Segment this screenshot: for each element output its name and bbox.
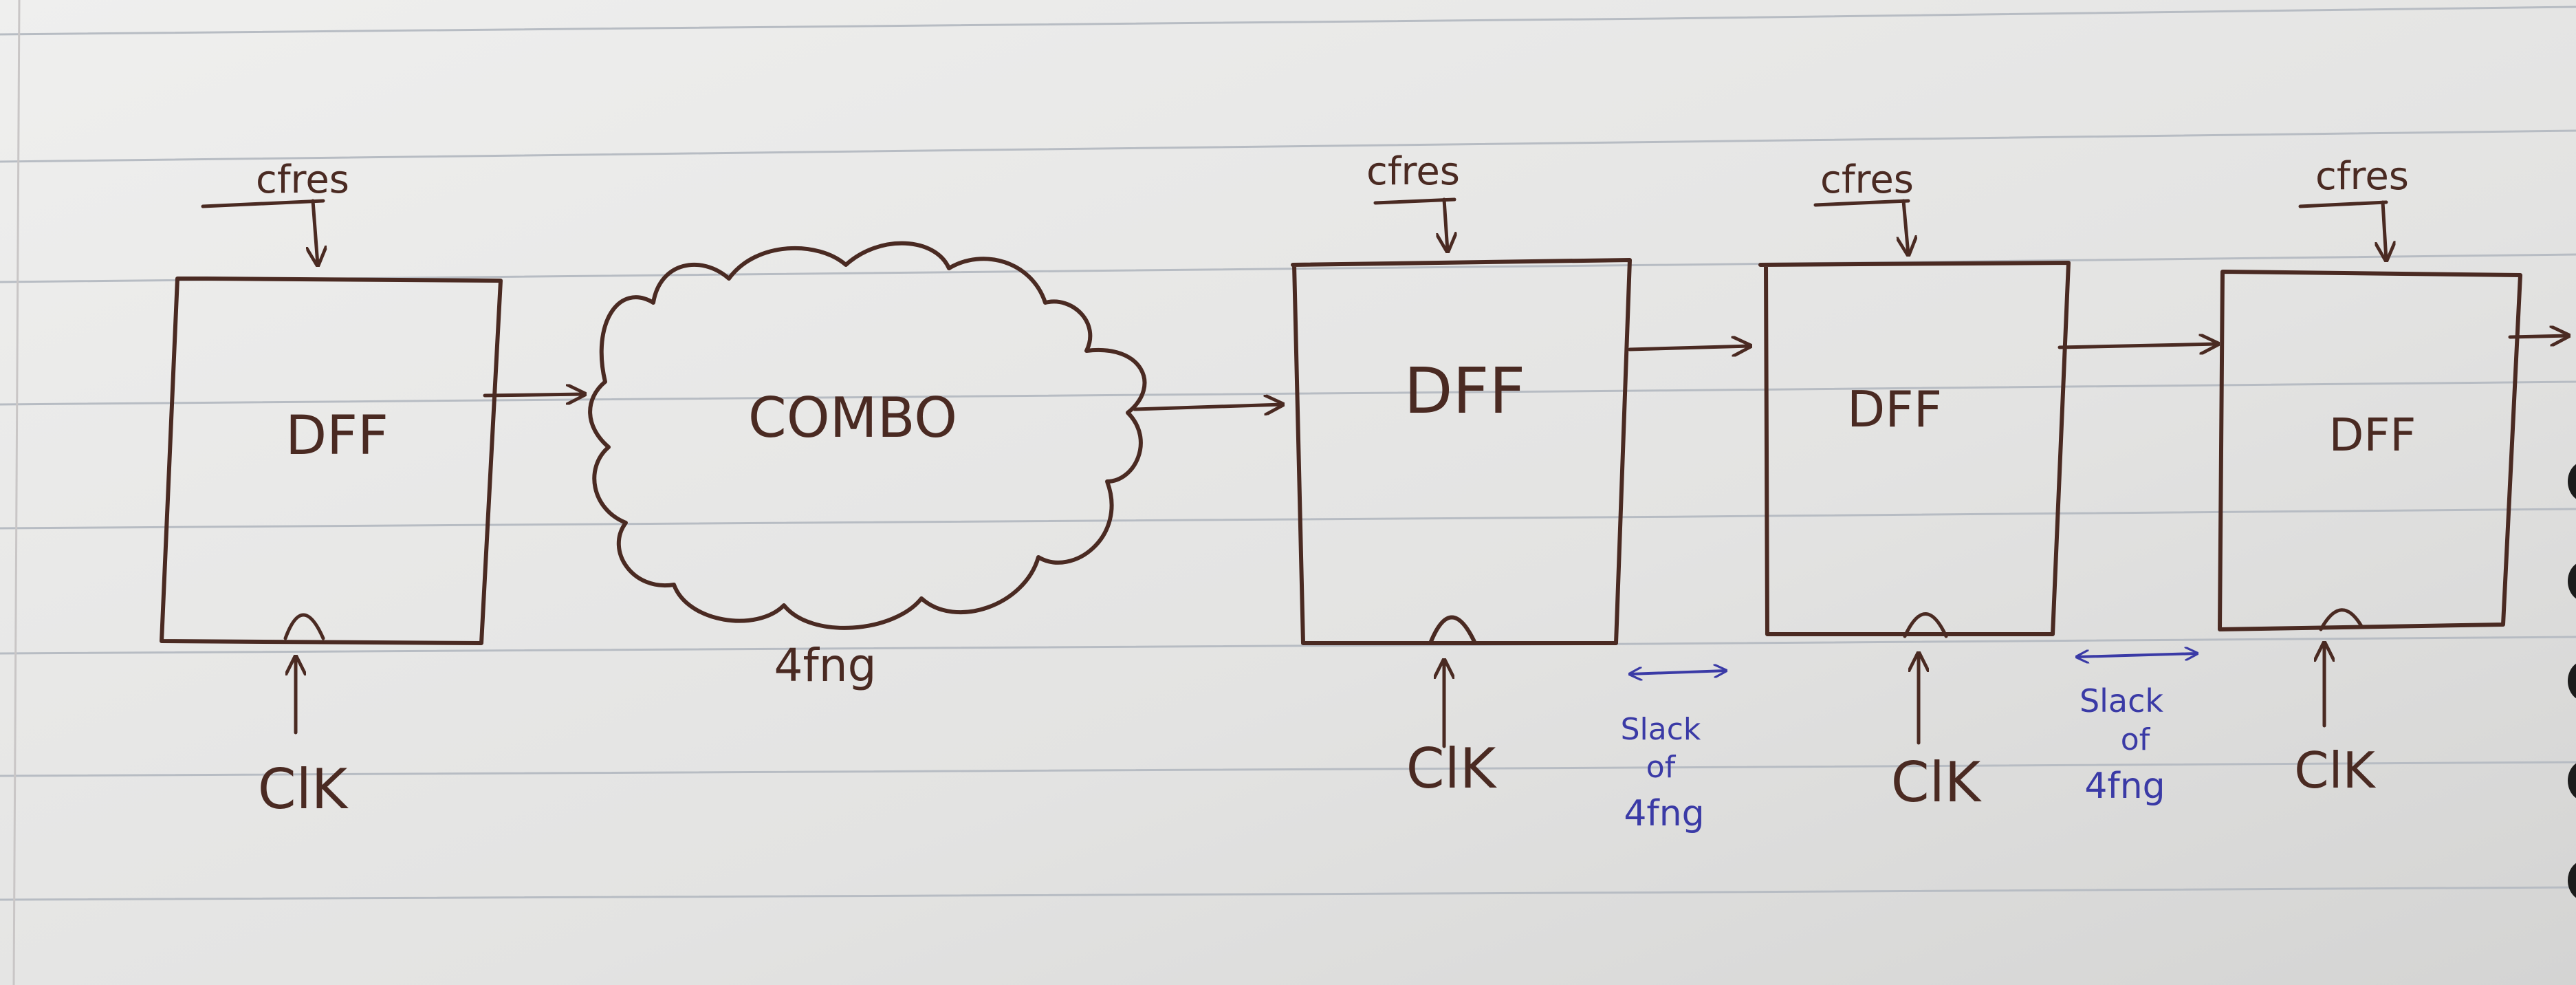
- output-arrow-1: [483, 394, 585, 396]
- dff-block-4: DFF cfres ClK: [2218, 154, 2568, 799]
- output-arrow-2: [1628, 346, 1750, 349]
- top-label-underline-1: [201, 199, 325, 208]
- clock-edge-symbol-4: [2319, 608, 2364, 631]
- top-label-1: cfres: [256, 158, 349, 202]
- slack-span-arrow-1: [1630, 671, 1726, 674]
- dff-box-3: [1758, 261, 2071, 636]
- top-label-2: cfres: [1366, 149, 1460, 194]
- slack-label-2-line2: of: [2121, 722, 2151, 757]
- clock-edge-symbol-3: [1903, 612, 1948, 638]
- combo-label: COMBO: [748, 386, 957, 450]
- slack-label-1-line2: of: [1646, 750, 1677, 785]
- combo-logic-cloud: COMBO 4fng: [588, 241, 1282, 692]
- top-label-underline-2: [1373, 197, 1456, 205]
- slack-annotation-2: Slack of 4fng: [2077, 653, 2197, 807]
- clock-label-1: ClK: [258, 757, 349, 821]
- dff-box-2: [1291, 258, 1632, 645]
- clock-edge-symbol-2: [1428, 615, 1477, 645]
- top-label-underline-4: [2298, 200, 2388, 208]
- clock-edge-symbol-1: [283, 613, 325, 640]
- top-label-3: cfres: [1820, 158, 1914, 202]
- top-label-4: cfres: [2315, 154, 2409, 199]
- dff-label-4: DFF: [2329, 409, 2416, 462]
- dff-block-2: DFF cfres ClK: [1291, 149, 1750, 801]
- margin-line: [12, 0, 21, 985]
- dff-box-1: [160, 277, 503, 645]
- combo-delay-label: 4fng: [774, 639, 877, 692]
- output-arrow-4: [2508, 336, 2568, 337]
- slack-label-1-line1: Slack: [1621, 712, 1701, 747]
- dff-label-1: DFF: [285, 405, 389, 467]
- top-input-arrow-4: [2383, 200, 2386, 260]
- slack-span-arrow-2: [2077, 653, 2197, 657]
- slack-label-2-line1: Slack: [2080, 682, 2163, 719]
- dff-label-2: DFF: [1404, 354, 1526, 428]
- binding-holes: [2568, 464, 2576, 898]
- dff-block-1: DFF cfres ClK: [160, 158, 585, 821]
- dff-label-3: DFF: [1847, 380, 1942, 438]
- output-arrow-3: [2057, 344, 2218, 347]
- top-input-arrow-2: [1444, 197, 1448, 251]
- top-label-underline-3: [1813, 199, 1910, 207]
- clock-label-2: ClK: [1406, 737, 1498, 801]
- slack-annotation-1: Slack of 4fng: [1621, 671, 1726, 834]
- slack-label-1-line3: 4fng: [1624, 793, 1704, 834]
- clock-label-4: ClK: [2294, 742, 2376, 799]
- dff-block-3: DFF cfres ClK: [1758, 158, 2218, 814]
- combo-output-arrow: [1133, 404, 1282, 409]
- clock-label-3: ClK: [1891, 750, 1983, 814]
- top-input-arrow-3: [1903, 199, 1908, 255]
- cloud-outline: [588, 241, 1147, 630]
- slack-label-2-line3: 4fng: [2084, 766, 2165, 807]
- top-input-arrow-1: [313, 199, 318, 265]
